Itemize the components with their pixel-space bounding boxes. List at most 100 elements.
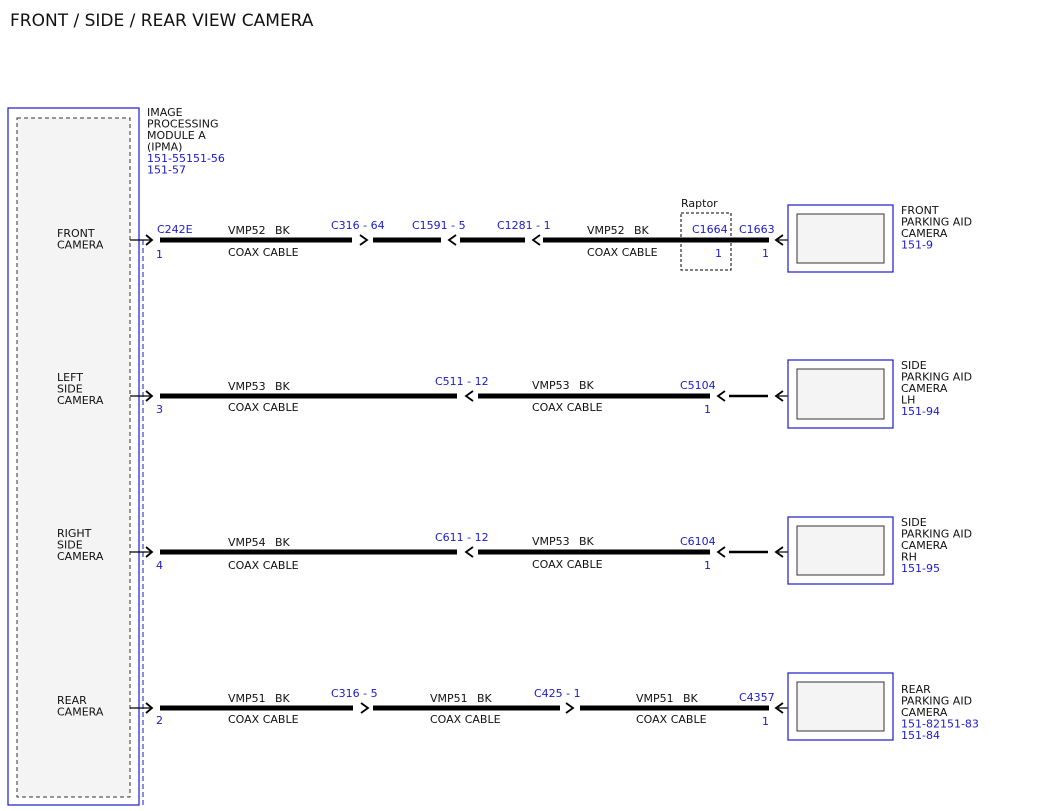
inline-connector: C425 - 1: [534, 687, 581, 700]
wire-circuit: VMP54: [228, 536, 266, 549]
module-pin: 1: [156, 248, 163, 261]
connector-arrow: [716, 546, 726, 558]
wire-type: COAX CABLE: [228, 559, 299, 572]
connector-arrow: [447, 234, 457, 246]
connector-arrow: [464, 546, 474, 558]
device-side-parking-aid-camera-lh: SIDE PARKING AID CAMERA LH 151-94: [787, 359, 972, 429]
connector-arrow: [145, 390, 154, 402]
wire-circuit: VMP53: [228, 380, 266, 393]
wire-color: BK: [275, 224, 291, 237]
wire-color: BK: [579, 379, 595, 392]
device-label-line: SIDE: [901, 359, 927, 372]
wire-color: BK: [683, 692, 699, 705]
device-ref: 151-9: [901, 239, 933, 252]
module-pin: 4: [156, 559, 163, 572]
device-ref: 151-94: [901, 405, 940, 418]
connector-arrow: [360, 702, 370, 714]
device-label-line: CAMERA: [901, 382, 948, 395]
device-label-line: PARKING AID: [901, 528, 972, 541]
wire-type: COAX CABLE: [636, 713, 707, 726]
input-rear-camera: REAR CAMERA: [57, 694, 104, 719]
module-label-line: IMAGE: [147, 106, 183, 119]
inline-connector: C511 - 12: [435, 375, 489, 388]
module-pin: 2: [156, 714, 163, 727]
input-label-line: LEFT: [57, 371, 83, 384]
device-label-line: CAMERA: [901, 539, 948, 552]
connector-arrow: [145, 702, 154, 714]
module-label: IMAGE PROCESSING MODULE A (IPMA) 151-551…: [147, 106, 225, 177]
wire-color: BK: [477, 692, 493, 705]
wire-type: COAX CABLE: [228, 246, 299, 259]
device-label-line: SIDE: [901, 516, 927, 529]
wire-color: BK: [275, 380, 291, 393]
end-connector: C6104: [680, 535, 716, 548]
inline-connector: C611 - 12: [435, 531, 489, 544]
input-right-side-camera: RIGHT SIDE CAMERA: [57, 527, 104, 563]
device-label-line: PARKING AID: [901, 371, 972, 384]
wire-circuit: VMP52: [587, 224, 625, 237]
page-title: FRONT / SIDE / REAR VIEW CAMERA: [10, 11, 314, 31]
connector-arrow: [145, 546, 154, 558]
input-label-line: CAMERA: [57, 239, 104, 252]
module-connector: C242E: [157, 223, 193, 236]
module-ref: 151-55151-56: [147, 152, 225, 165]
device-side-parking-aid-camera-rh: SIDE PARKING AID CAMERA RH 151-95: [787, 516, 972, 585]
option-pin: 1: [715, 247, 722, 260]
wire-type: COAX CABLE: [430, 713, 501, 726]
end-pin: 1: [704, 403, 711, 416]
end-connector: C4357: [739, 691, 775, 704]
option-label: Raptor: [681, 197, 718, 210]
circuit-right-side: 4 VMP54 BK COAX CABLE C611 - 12 VMP53 BK…: [130, 531, 788, 572]
input-front-camera: FRONT CAMERA: [57, 227, 104, 252]
wire-type: COAX CABLE: [532, 401, 603, 414]
inline-connector: C1281 - 1: [497, 219, 551, 232]
device-front-parking-aid-camera: FRONT PARKING AID CAMERA 151-9: [787, 204, 972, 273]
connector-arrow: [145, 234, 154, 246]
input-label-line: SIDE: [57, 383, 83, 396]
module-label-line: MODULE A: [147, 129, 206, 142]
device-label-line: RH: [901, 551, 917, 564]
connector-arrow: [359, 234, 369, 246]
inline-connector: C316 - 64: [331, 219, 385, 232]
circuit-front: C242E 1 VMP52 BK COAX CABLE C316 - 64 C1…: [130, 197, 788, 271]
device-label-line: PARKING AID: [901, 216, 972, 229]
circuit-left-side: 3 VMP53 BK COAX CABLE C511 - 12 VMP53 BK…: [130, 375, 788, 416]
device-ref: 151-82151-83: [901, 718, 979, 731]
inline-connector: C316 - 5: [331, 687, 378, 700]
module-ref: 151-57: [147, 164, 186, 177]
wire-type: COAX CABLE: [587, 246, 658, 259]
input-label-line: RIGHT: [57, 527, 92, 540]
wire-circuit: VMP53: [532, 379, 570, 392]
wire-color: BK: [275, 692, 291, 705]
wire-type: COAX CABLE: [228, 401, 299, 414]
wire-color: BK: [634, 224, 650, 237]
wire-circuit: VMP51: [636, 692, 674, 705]
wire-color: BK: [579, 535, 595, 548]
connector-arrow: [774, 234, 784, 246]
raptor-option-box: [680, 212, 732, 271]
connector-arrow: [565, 702, 575, 714]
input-left-side-camera: LEFT SIDE CAMERA: [57, 371, 104, 407]
device-label-line: CAMERA: [901, 227, 948, 240]
device-label-line: FRONT: [901, 204, 939, 217]
device-label-line: PARKING AID: [901, 695, 972, 708]
wire-type: COAX CABLE: [228, 713, 299, 726]
connector-arrow: [464, 390, 474, 402]
device-ref: 151-95: [901, 562, 940, 575]
input-label-line: FRONT: [57, 227, 95, 240]
ipma-module: [7, 107, 144, 806]
connector-arrow: [774, 390, 784, 402]
module-pin: 3: [156, 403, 163, 416]
module-label-line: PROCESSING: [147, 118, 219, 131]
input-label-line: CAMERA: [57, 706, 104, 719]
connector-arrow: [774, 702, 784, 714]
wire-color: BK: [275, 536, 291, 549]
input-label-line: REAR: [57, 694, 87, 707]
circuit-rear: 2 VMP51 BK COAX CABLE C316 - 5 VMP51 BK …: [130, 687, 788, 728]
connector-arrow: [531, 234, 541, 246]
input-label-line: CAMERA: [57, 550, 104, 563]
end-pin: 1: [704, 559, 711, 572]
device-label-line: LH: [901, 394, 915, 407]
wire-circuit: VMP52: [228, 224, 266, 237]
